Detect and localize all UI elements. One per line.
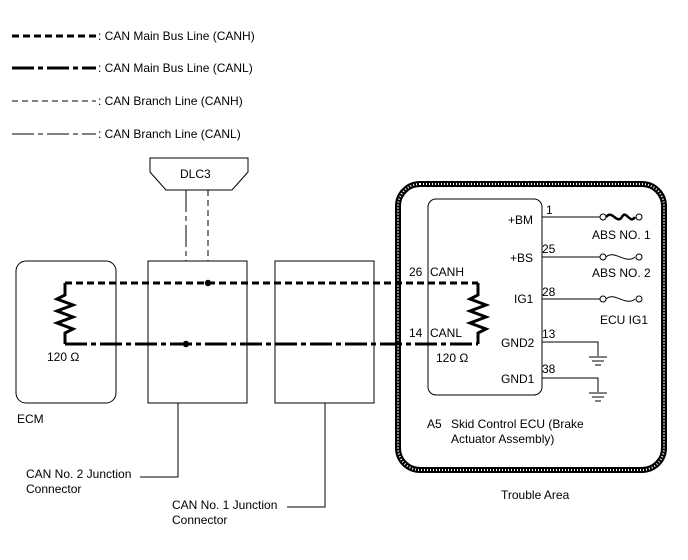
ecu-ig1-fuse-icon [605, 296, 636, 302]
abs-no2-terminal-left [599, 253, 607, 261]
dlc3-connector: DLC3 [149, 157, 249, 191]
junction-connector-1-callout: CAN No. 1 Junction Connector [172, 403, 326, 527]
fuse-abs-no2-label: ABS NO. 2 [592, 266, 651, 280]
abs-no1-terminal-left [599, 213, 607, 221]
pin-1-name: +BM [508, 213, 533, 227]
gnd2-wire [542, 341, 599, 356]
pin-28-name: IG1 [514, 292, 534, 306]
pin-38-name: GND1 [501, 372, 535, 386]
legend: : CAN Main Bus Line (CANH) : CAN Main Bu… [12, 29, 255, 141]
skid-ecu-name-line1: Skid Control ECU (Brake [451, 417, 584, 431]
trouble-area-border-hatch [397, 183, 665, 471]
junction-1-leader [287, 403, 326, 508]
dlc3-shape [149, 157, 249, 191]
pin-25-number: 25 [542, 242, 556, 256]
trouble-area: Trouble Area [395, 181, 667, 502]
abs-no1-fusible-link-icon [605, 213, 637, 221]
legend-label-branch-canh: : CAN Branch Line (CANH) [98, 94, 243, 108]
junction-2-leader [140, 403, 179, 478]
junction-connector-2-callout: CAN No. 2 Junction Connector [26, 403, 179, 496]
gnd1-wire [542, 377, 599, 392]
ecu-ig1-terminal-right [635, 295, 643, 303]
legend-label-main-canh: : CAN Main Bus Line (CANH) [98, 29, 255, 43]
abs-no1-terminal-right [635, 213, 643, 221]
ecm-resistor-value: 120 Ω [47, 350, 79, 364]
pin-14-name: CANL [430, 326, 462, 340]
junction-2-label-line1: CAN No. 2 Junction [26, 467, 131, 481]
pin-28-number: 28 [542, 285, 556, 299]
pin-25-name: +BS [510, 251, 533, 265]
skid-control-ecu: 120 Ω 26 CANH 14 CANL +BM +BS IG1 GND2 G… [409, 198, 584, 446]
junction-1-label-line1: CAN No. 1 Junction [172, 498, 277, 512]
legend-label-main-canl: : CAN Main Bus Line (CANL) [98, 61, 253, 75]
trouble-area-label: Trouble Area [501, 488, 570, 502]
skid-ecu-code: A5 [427, 417, 442, 431]
pin-26-name: CANH [430, 265, 464, 279]
dlc3-label: DLC3 [180, 167, 211, 181]
skid-ecu-box [427, 198, 543, 396]
ecu-ig1-terminal-left [599, 295, 607, 303]
ground-circuits [542, 341, 607, 402]
canh-splice-dot [204, 279, 212, 287]
pin-13-name: GND2 [501, 336, 535, 350]
legend-label-branch-canl: : CAN Branch Line (CANL) [98, 127, 241, 141]
pin-26-number: 26 [409, 265, 423, 279]
power-circuits: ABS NO. 1 ABS NO. 2 ECU IG1 [542, 213, 651, 327]
skid-ecu-resistor-icon [465, 283, 491, 344]
ecm-resistor-icon [52, 283, 78, 344]
pin-1-number: 1 [546, 203, 553, 217]
abs-no2-fuse-icon [605, 254, 636, 260]
junction-2-label-line2: Connector [26, 482, 81, 496]
pin-38-number: 38 [542, 362, 556, 376]
skid-ecu-resistor-value: 120 Ω [436, 351, 468, 365]
ecm: 120 Ω ECM [15, 260, 117, 426]
junction-connector-2-box [147, 260, 248, 404]
skid-ecu-name-line2: Actuator Assembly) [451, 432, 554, 446]
abs-no2-terminal-right [635, 253, 643, 261]
ecm-label: ECM [17, 412, 44, 426]
pin-14-number: 14 [409, 326, 423, 340]
junction-1-label-line2: Connector [172, 513, 227, 527]
pin-13-number: 13 [542, 327, 556, 341]
fuse-abs-no1-label: ABS NO. 1 [592, 228, 651, 242]
fuse-ecu-ig1-label: ECU IG1 [600, 313, 648, 327]
canl-splice-dot [182, 340, 190, 348]
